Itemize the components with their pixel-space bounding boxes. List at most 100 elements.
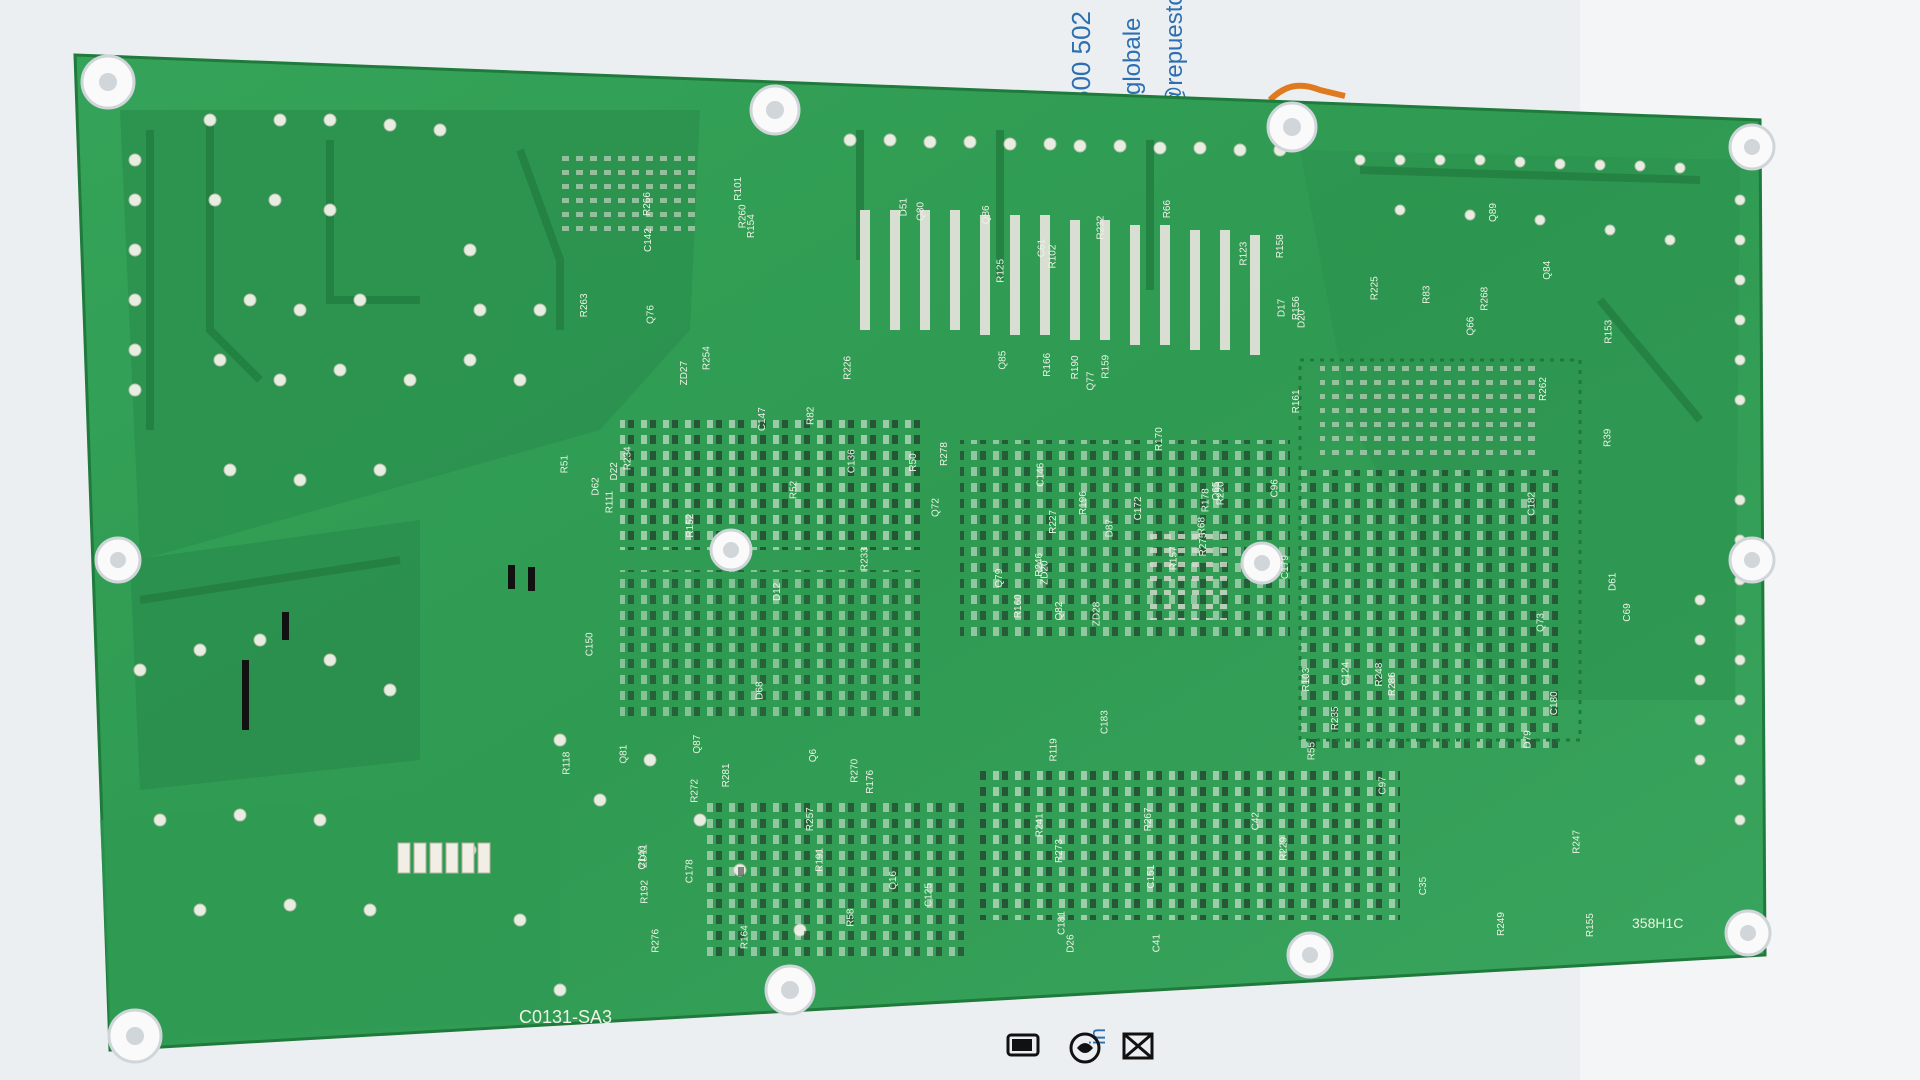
- component-label: R249: [1496, 912, 1507, 936]
- component-label: D87: [1105, 519, 1116, 538]
- component-label: Q87: [692, 734, 703, 753]
- component-label: R58: [845, 908, 856, 927]
- component-label: C179: [1280, 555, 1291, 579]
- component-label: C136: [847, 449, 858, 473]
- component-label: R226: [843, 356, 854, 380]
- component-label: R266: [642, 192, 653, 216]
- component-label: D26: [1066, 934, 1077, 953]
- component-label: C146: [1036, 462, 1047, 486]
- component-label: R52: [789, 480, 800, 499]
- pcb-board: C0131-SA3 358H1C ZD28ZD27ZD20ZD11R178R17…: [73, 53, 1776, 1064]
- component-label: R103: [1301, 667, 1312, 691]
- component-label: R155: [1585, 913, 1596, 937]
- component-label: R101: [733, 176, 744, 200]
- component-label: R246: [1034, 552, 1045, 576]
- component-label: C181: [1056, 911, 1067, 935]
- component-label: R123: [1238, 241, 1249, 265]
- component-label: R232: [1095, 215, 1106, 239]
- component-label: D17: [1277, 298, 1288, 317]
- component-label: Q73: [1536, 613, 1547, 632]
- component-label: D79: [1523, 730, 1534, 749]
- component-label: D12: [772, 582, 783, 601]
- component-label: C183: [1099, 710, 1110, 734]
- component-label: R235: [1330, 706, 1341, 730]
- component-label: R270: [849, 758, 860, 782]
- component-label: R158: [1275, 234, 1286, 258]
- component-label: Q82: [1054, 601, 1065, 620]
- component-label: Q80: [916, 202, 927, 221]
- component-label: R118: [561, 751, 572, 775]
- component-label: R233: [860, 547, 871, 571]
- component-label: C150: [585, 632, 596, 656]
- component-label: R227: [1048, 510, 1059, 534]
- component-label: R268: [1480, 286, 1491, 310]
- component-label: Q77: [1085, 371, 1096, 390]
- component-label: R51: [560, 455, 571, 474]
- board-part-number: C0131-SA3: [519, 1007, 612, 1027]
- component-label: ZD27: [679, 361, 690, 386]
- component-label: R260: [738, 204, 749, 228]
- component-label: R191: [815, 848, 826, 872]
- component-label: R262: [1538, 377, 1549, 401]
- component-label: R192: [640, 880, 651, 904]
- component-label: R166: [1042, 352, 1053, 376]
- component-label: R278: [939, 442, 950, 466]
- component-label: Q72: [931, 498, 942, 517]
- component-label: C142: [643, 228, 654, 252]
- bg-bottom: in: [1085, 1028, 1110, 1045]
- component-label: R263: [579, 293, 590, 317]
- component-label: Q89: [1488, 203, 1499, 222]
- background-text: 600 502 globale @repuesto in: [1066, 0, 1188, 1045]
- component-label: Q65: [1211, 481, 1222, 500]
- component-label: R164: [739, 925, 750, 949]
- component-label: Q85: [997, 350, 1008, 369]
- component-label: C180: [1549, 691, 1560, 715]
- component-label: R83: [1422, 285, 1433, 304]
- component-label: R272: [690, 778, 701, 802]
- component-label: R257: [805, 807, 816, 831]
- component-label: Q6: [808, 749, 819, 763]
- component-label: C69: [1622, 603, 1633, 622]
- component-label: C151: [1146, 864, 1157, 888]
- component-label: R159: [1100, 354, 1111, 378]
- component-label: C172: [1133, 496, 1144, 520]
- component-label: R220: [1215, 481, 1226, 505]
- orange-wire: [1267, 82, 1346, 103]
- component-label: Q79: [994, 568, 1005, 587]
- component-label: C61: [1036, 239, 1047, 258]
- component-label: R281: [721, 763, 732, 787]
- component-label: R190: [1070, 355, 1081, 379]
- component-label: R156: [1291, 296, 1302, 320]
- component-label: C35: [1418, 876, 1429, 895]
- component-label: C182: [1527, 492, 1538, 516]
- component-label: R160: [1013, 594, 1024, 618]
- bg-phone: 600 502: [1066, 11, 1096, 105]
- component-label: Q16: [888, 870, 899, 889]
- bg-brand-1: globale: [1119, 18, 1146, 95]
- component-label: R125: [996, 259, 1007, 283]
- component-label: Q86: [981, 205, 992, 224]
- component-label: R153: [1603, 319, 1614, 343]
- component-label: R196: [1078, 491, 1089, 515]
- mail-icon: [1122, 1032, 1154, 1060]
- component-label: R157: [1168, 546, 1179, 570]
- component-label: ZD11: [638, 844, 649, 868]
- component-label: R248: [1374, 662, 1385, 686]
- component-label: R119: [1049, 738, 1060, 762]
- component-label: R170: [1154, 427, 1165, 451]
- component-label: R50: [908, 453, 919, 472]
- component-label: Q66: [1465, 316, 1476, 335]
- phone-icon: [1006, 1033, 1040, 1057]
- component-label: R225: [1369, 276, 1380, 300]
- component-label: C178: [684, 859, 695, 883]
- component-label: Q76: [646, 305, 657, 324]
- component-label: R66: [1162, 200, 1173, 219]
- component-label: ZD28: [1092, 601, 1103, 626]
- component-label: R102: [1047, 244, 1058, 268]
- component-label: R39: [1603, 428, 1614, 447]
- ic-footprint: [1298, 358, 1582, 742]
- component-label: R247: [1572, 830, 1583, 854]
- component-label: R68: [1196, 517, 1207, 536]
- bg-brand-2: @repuesto: [1161, 0, 1188, 110]
- component-label: R276: [650, 928, 661, 952]
